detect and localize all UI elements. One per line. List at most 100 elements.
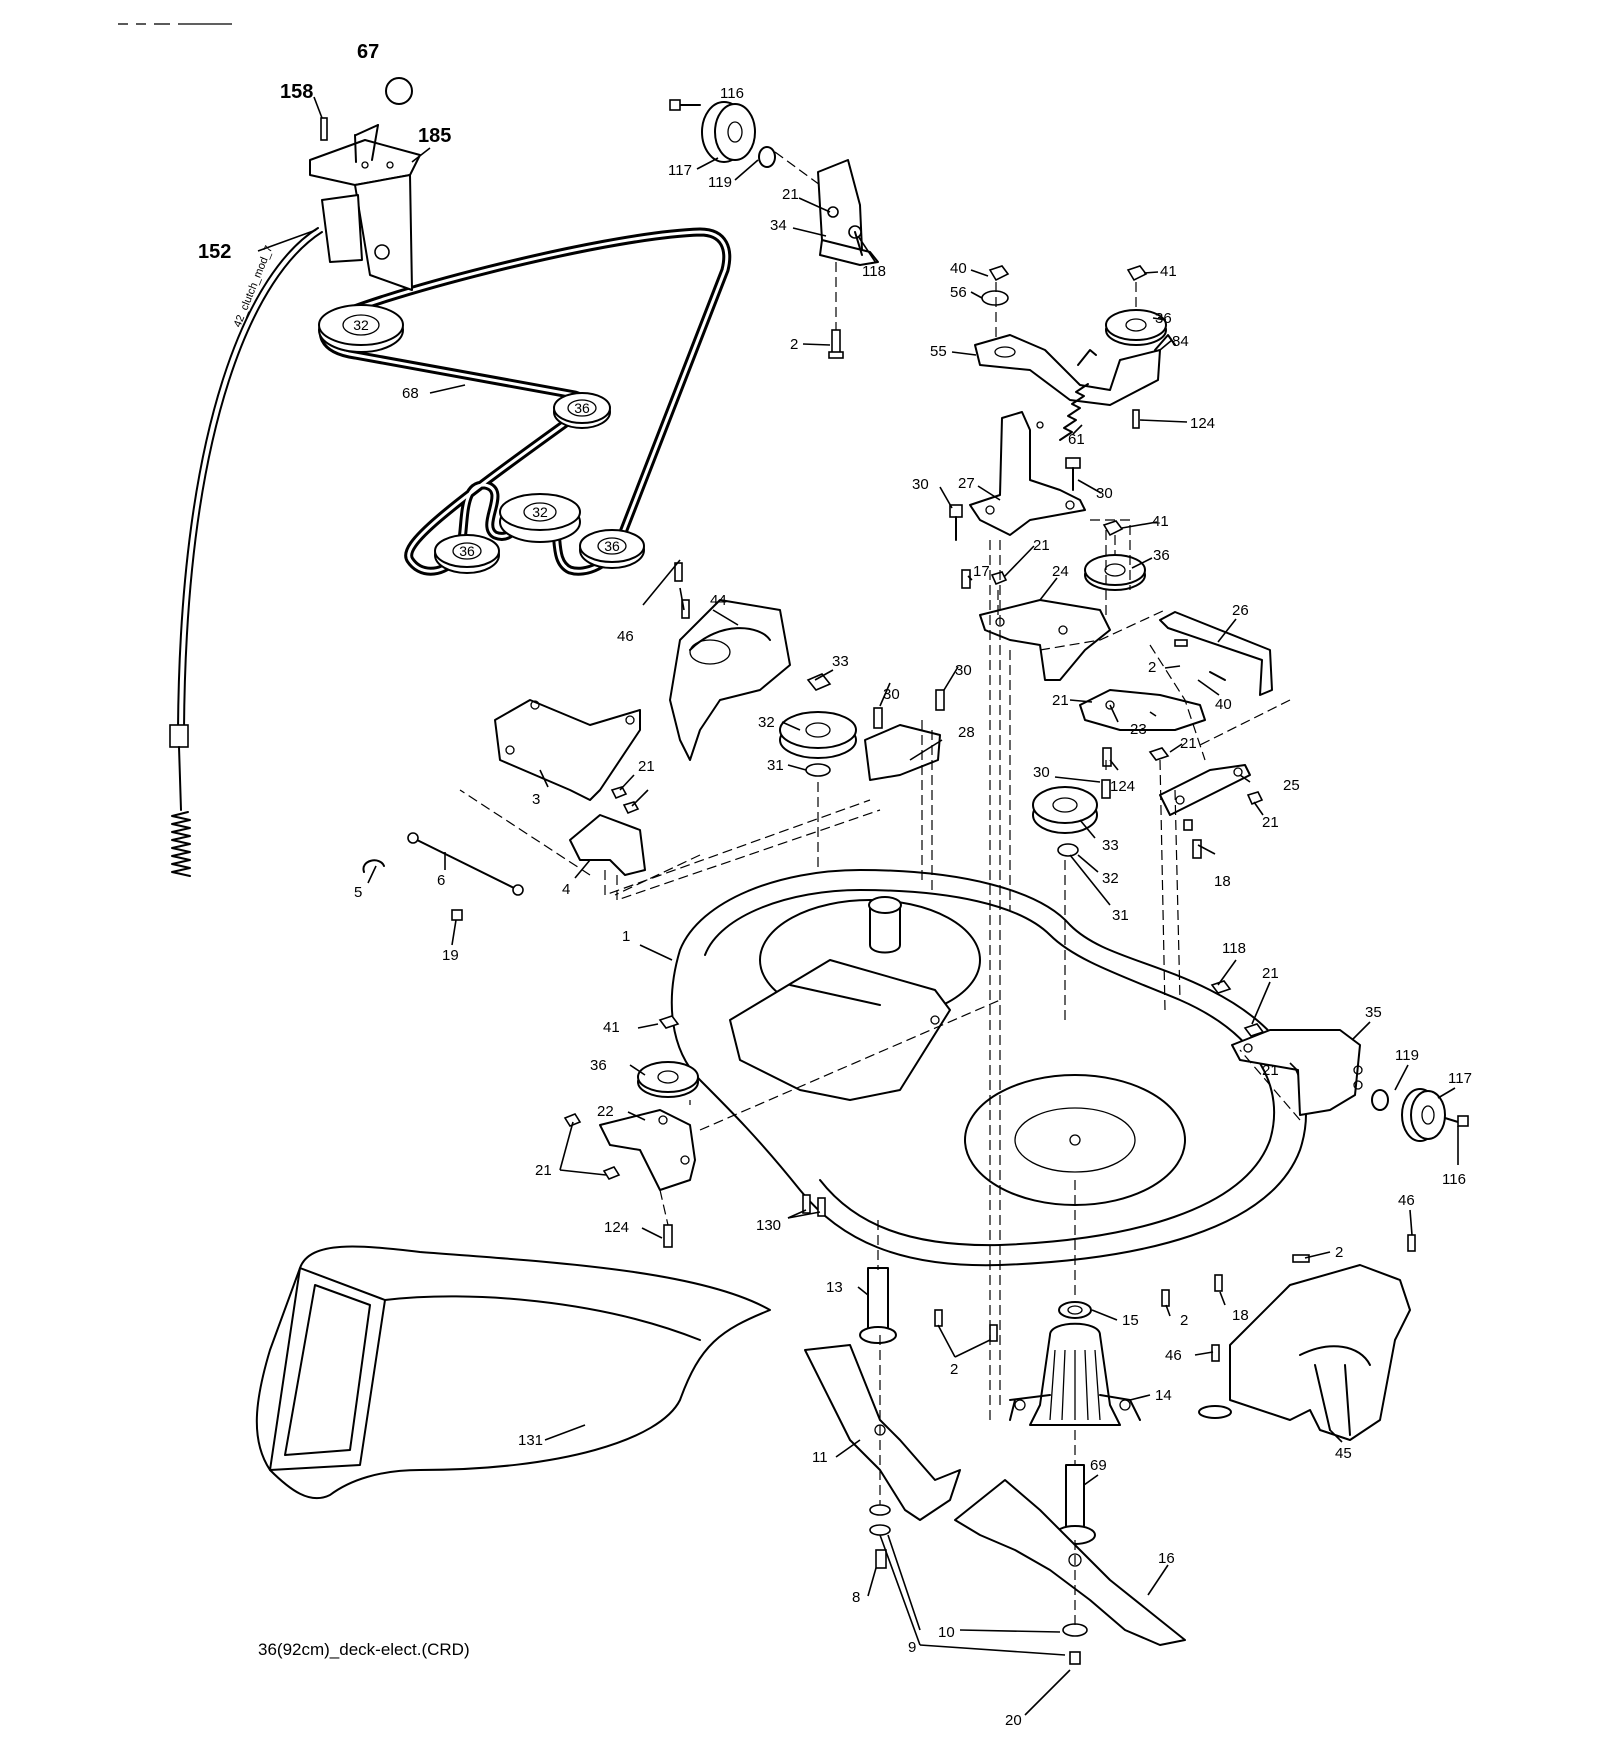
callout-21f: 21 (638, 758, 655, 775)
callout-30e: 30 (1033, 764, 1050, 781)
callout-46c: 46 (1165, 1347, 1182, 1364)
drive-belt (318, 227, 732, 576)
callout-69: 69 (1090, 1457, 1107, 1474)
right-pulley-assembly (1032, 779, 1111, 857)
callout-68: 68 (402, 385, 419, 402)
clutch-cable: 42_clutch_mod_7 (169, 227, 323, 877)
callout-21i: 21 (535, 1162, 552, 1179)
callout-124b: 124 (1110, 778, 1135, 795)
callout-23: 23 (1130, 721, 1147, 738)
blade-16 (954, 1464, 1186, 1665)
callout-44: 44 (710, 592, 727, 609)
callout-2a: 2 (790, 336, 798, 353)
callout-32b: 32 (1102, 870, 1119, 887)
diagram-caption: 36(92cm)_deck-elect.(CRD) (258, 1640, 470, 1659)
knob-67 (385, 77, 413, 105)
callout-25: 25 (1283, 777, 1300, 794)
callout-2c: 2 (1335, 1244, 1343, 1261)
callout-30d: 30 (955, 662, 972, 679)
idler-bracket-right (1210, 980, 1469, 1142)
callout-2d: 2 (950, 1361, 958, 1378)
callout-30c: 30 (883, 686, 900, 703)
callout-9: 9 (908, 1639, 916, 1656)
cover-44 (669, 562, 791, 761)
callout-24: 24 (1052, 563, 1069, 580)
pulley-label: 32 (532, 504, 548, 520)
callout-21h: 21 (1262, 1062, 1279, 1079)
blade-11 (804, 1344, 961, 1569)
callout-18b: 18 (1232, 1307, 1249, 1324)
callout-84: 84 (1172, 333, 1189, 350)
callout-8: 8 (852, 1589, 860, 1606)
callout-40a: 40 (950, 260, 967, 277)
deck-housing (670, 869, 1307, 1267)
bracket-26 (1159, 611, 1273, 696)
callout-33a: 33 (832, 653, 849, 670)
leader-lines (257, 96, 1459, 1716)
callout-185: 185 (418, 125, 451, 147)
callout-158: 158 (280, 81, 313, 103)
callout-2b: 2 (1148, 659, 1156, 676)
callout-4: 4 (562, 881, 570, 898)
callout-17: 17 (973, 563, 990, 580)
callout-19: 19 (442, 947, 459, 964)
center-pulley-assembly (779, 673, 945, 781)
callout-14: 14 (1155, 1387, 1172, 1404)
pulley-label: 36 (459, 543, 475, 559)
clutch-lever-assembly (309, 77, 421, 291)
callout-55: 55 (930, 343, 947, 360)
callout-21e: 21 (1262, 814, 1279, 831)
callout-21d: 21 (1180, 735, 1197, 752)
callout-6: 6 (437, 872, 445, 889)
callout-61: 61 (1068, 431, 1085, 448)
callout-26: 26 (1232, 602, 1249, 619)
callout-28: 28 (958, 724, 975, 741)
callout-67: 67 (357, 41, 379, 63)
callout-15: 15 (1122, 1312, 1139, 1329)
callout-46a: 46 (617, 628, 634, 645)
callout-117a: 117 (668, 162, 692, 179)
callout-124c: 124 (604, 1219, 629, 1236)
callout-30a: 30 (912, 476, 929, 493)
pulley-32-upper: 32 (318, 304, 404, 353)
pulley-label: 36 (574, 400, 590, 416)
callout-117b: 117 (1448, 1070, 1472, 1087)
callout-36c: 36 (590, 1057, 607, 1074)
spring-and-bracket (949, 383, 1089, 541)
callout-35: 35 (1365, 1004, 1382, 1021)
cover-45 (1198, 1234, 1416, 1441)
callout-124a: 124 (1190, 415, 1215, 432)
callout-152: 152 (198, 241, 231, 263)
callout-21a: 21 (782, 186, 799, 203)
pulley-36-upper: 36 (553, 392, 611, 429)
callout-21b: 21 (1033, 537, 1050, 554)
callout-labels: 67 158 185 152 68 116 117 119 21 34 118 … (198, 41, 1472, 1729)
callout-36b: 36 (1153, 547, 1170, 564)
callout-116a: 116 (720, 85, 744, 102)
callout-45: 45 (1335, 1445, 1352, 1462)
idler-bracket-left (563, 1015, 826, 1248)
rod-6 (362, 832, 524, 921)
spindle-assembly (859, 1254, 1310, 1426)
callout-10: 10 (938, 1624, 955, 1641)
callout-36a: 36 (1155, 310, 1172, 327)
callout-1: 1 (622, 928, 630, 945)
callout-22: 22 (597, 1103, 614, 1120)
callout-16: 16 (1158, 1550, 1175, 1567)
pulley-label: 36 (604, 538, 620, 554)
assembly-lines (459, 519, 1301, 1625)
pulley-36-lower-right: 36 (579, 529, 645, 569)
belt-pulleys: 32 36 32 36 36 (318, 304, 645, 574)
callout-31a: 31 (767, 757, 784, 774)
callout-13: 13 (826, 1279, 843, 1296)
callout-41b: 41 (1152, 513, 1169, 530)
bracket-4 (569, 786, 646, 876)
callout-41c: 41 (603, 1019, 620, 1036)
callout-27: 27 (958, 475, 975, 492)
callout-118b: 118 (1222, 940, 1246, 957)
callout-130: 130 (756, 1217, 781, 1234)
callout-116b: 116 (1442, 1171, 1466, 1188)
bracket-3 (494, 699, 641, 801)
idler-bracket-top (669, 99, 879, 359)
callout-40b: 40 (1215, 696, 1232, 713)
